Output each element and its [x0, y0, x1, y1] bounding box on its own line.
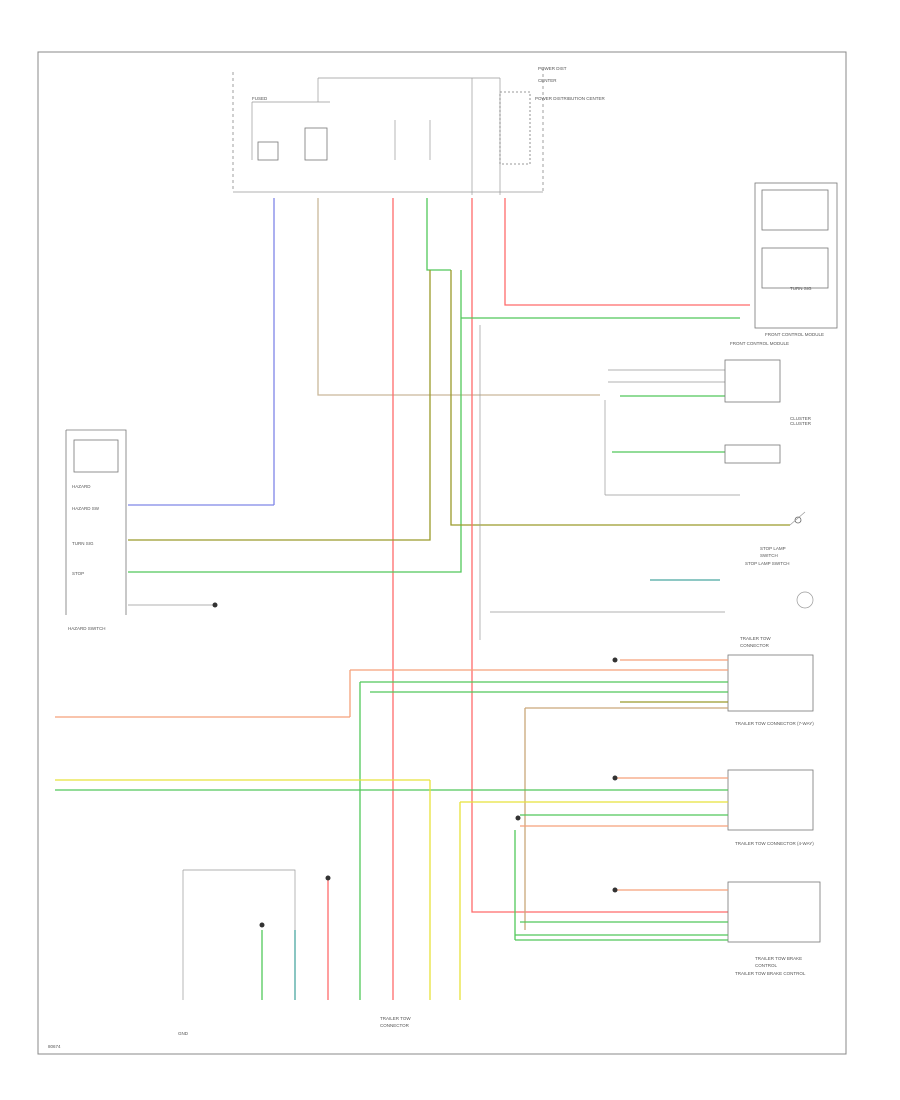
label-power-distribution: POWER DISTRIBUTION CENTER: [535, 96, 606, 101]
hazard-switch: HAZARD HAZARD SW TURN SIG STOP HAZARD SW…: [65, 429, 218, 631]
label-stop-lamp-switch: STOP LAMP SWITCH: [745, 561, 790, 566]
label-front-control-module: FRONT CONTROL MODULE: [730, 341, 789, 346]
svg-text:GND: GND: [178, 1031, 189, 1036]
label-trailer-7way: TRAILER TOW CONNECTOR (7-WAY): [735, 721, 814, 726]
svg-text:FRONT CONTROL MODULE: FRONT CONTROL MODULE: [765, 332, 824, 337]
trailer-brake-control: TRAILER TOW BRAKE CONTROL: [514, 830, 821, 968]
cluster-connector: CLUSTER: [604, 359, 812, 496]
trailer-connector-4way: [55, 769, 814, 1000]
svg-text:STOP LAMP: STOP LAMP: [760, 546, 786, 551]
svg-text:SWITCH: SWITCH: [760, 553, 778, 558]
svg-text:CONNECTOR: CONNECTOR: [380, 1023, 410, 1028]
hazard-switch-label: HAZARD SWITCH: [68, 626, 106, 631]
stop-lamp-switch: STOP LAMP SWITCH: [490, 511, 814, 613]
front-control-module: FRONT CONTROL MODULE TURN SIG: [754, 182, 838, 337]
svg-text:CLUSTER: CLUSTER: [790, 416, 812, 421]
svg-text:HAZARD: HAZARD: [72, 484, 91, 489]
bottom-wires: GND TRAILER TOW CONNECTOR 80674: [48, 869, 411, 1049]
main-wires: [128, 198, 790, 1000]
trailer-connector-7way: TRAILER TOW CONNECTOR: [55, 636, 814, 1000]
svg-text:FUSED: FUSED: [252, 96, 268, 101]
svg-text:CENTER: CENTER: [538, 78, 557, 83]
svg-text:CONTROL: CONTROL: [755, 963, 777, 968]
svg-text:TRAILER TOW: TRAILER TOW: [740, 636, 771, 641]
label-cluster: CLUSTER: [790, 421, 812, 426]
svg-text:POWER DIST: POWER DIST: [538, 66, 567, 71]
power-distribution-section: POWER DIST CENTER FUSED: [232, 66, 567, 195]
svg-text:TURN SIG: TURN SIG: [790, 286, 812, 291]
svg-text:CONNECTOR: CONNECTOR: [740, 643, 770, 648]
label-trailer-brake: TRAILER TOW BRAKE CONTROL: [735, 971, 806, 976]
label-trailer-4way: TRAILER TOW CONNECTOR (4-WAY): [735, 841, 814, 846]
left-label-turn: TURN SIG: [72, 541, 94, 546]
svg-text:TRAILER TOW BRAKE: TRAILER TOW BRAKE: [755, 956, 802, 961]
diagram-note: 80674: [48, 1044, 61, 1049]
svg-text:TRAILER TOW: TRAILER TOW: [380, 1016, 411, 1021]
diagram-frame: [37, 51, 847, 1055]
left-label-stop: STOP: [72, 571, 84, 576]
left-label-hazard: HAZARD SW: [72, 506, 100, 511]
